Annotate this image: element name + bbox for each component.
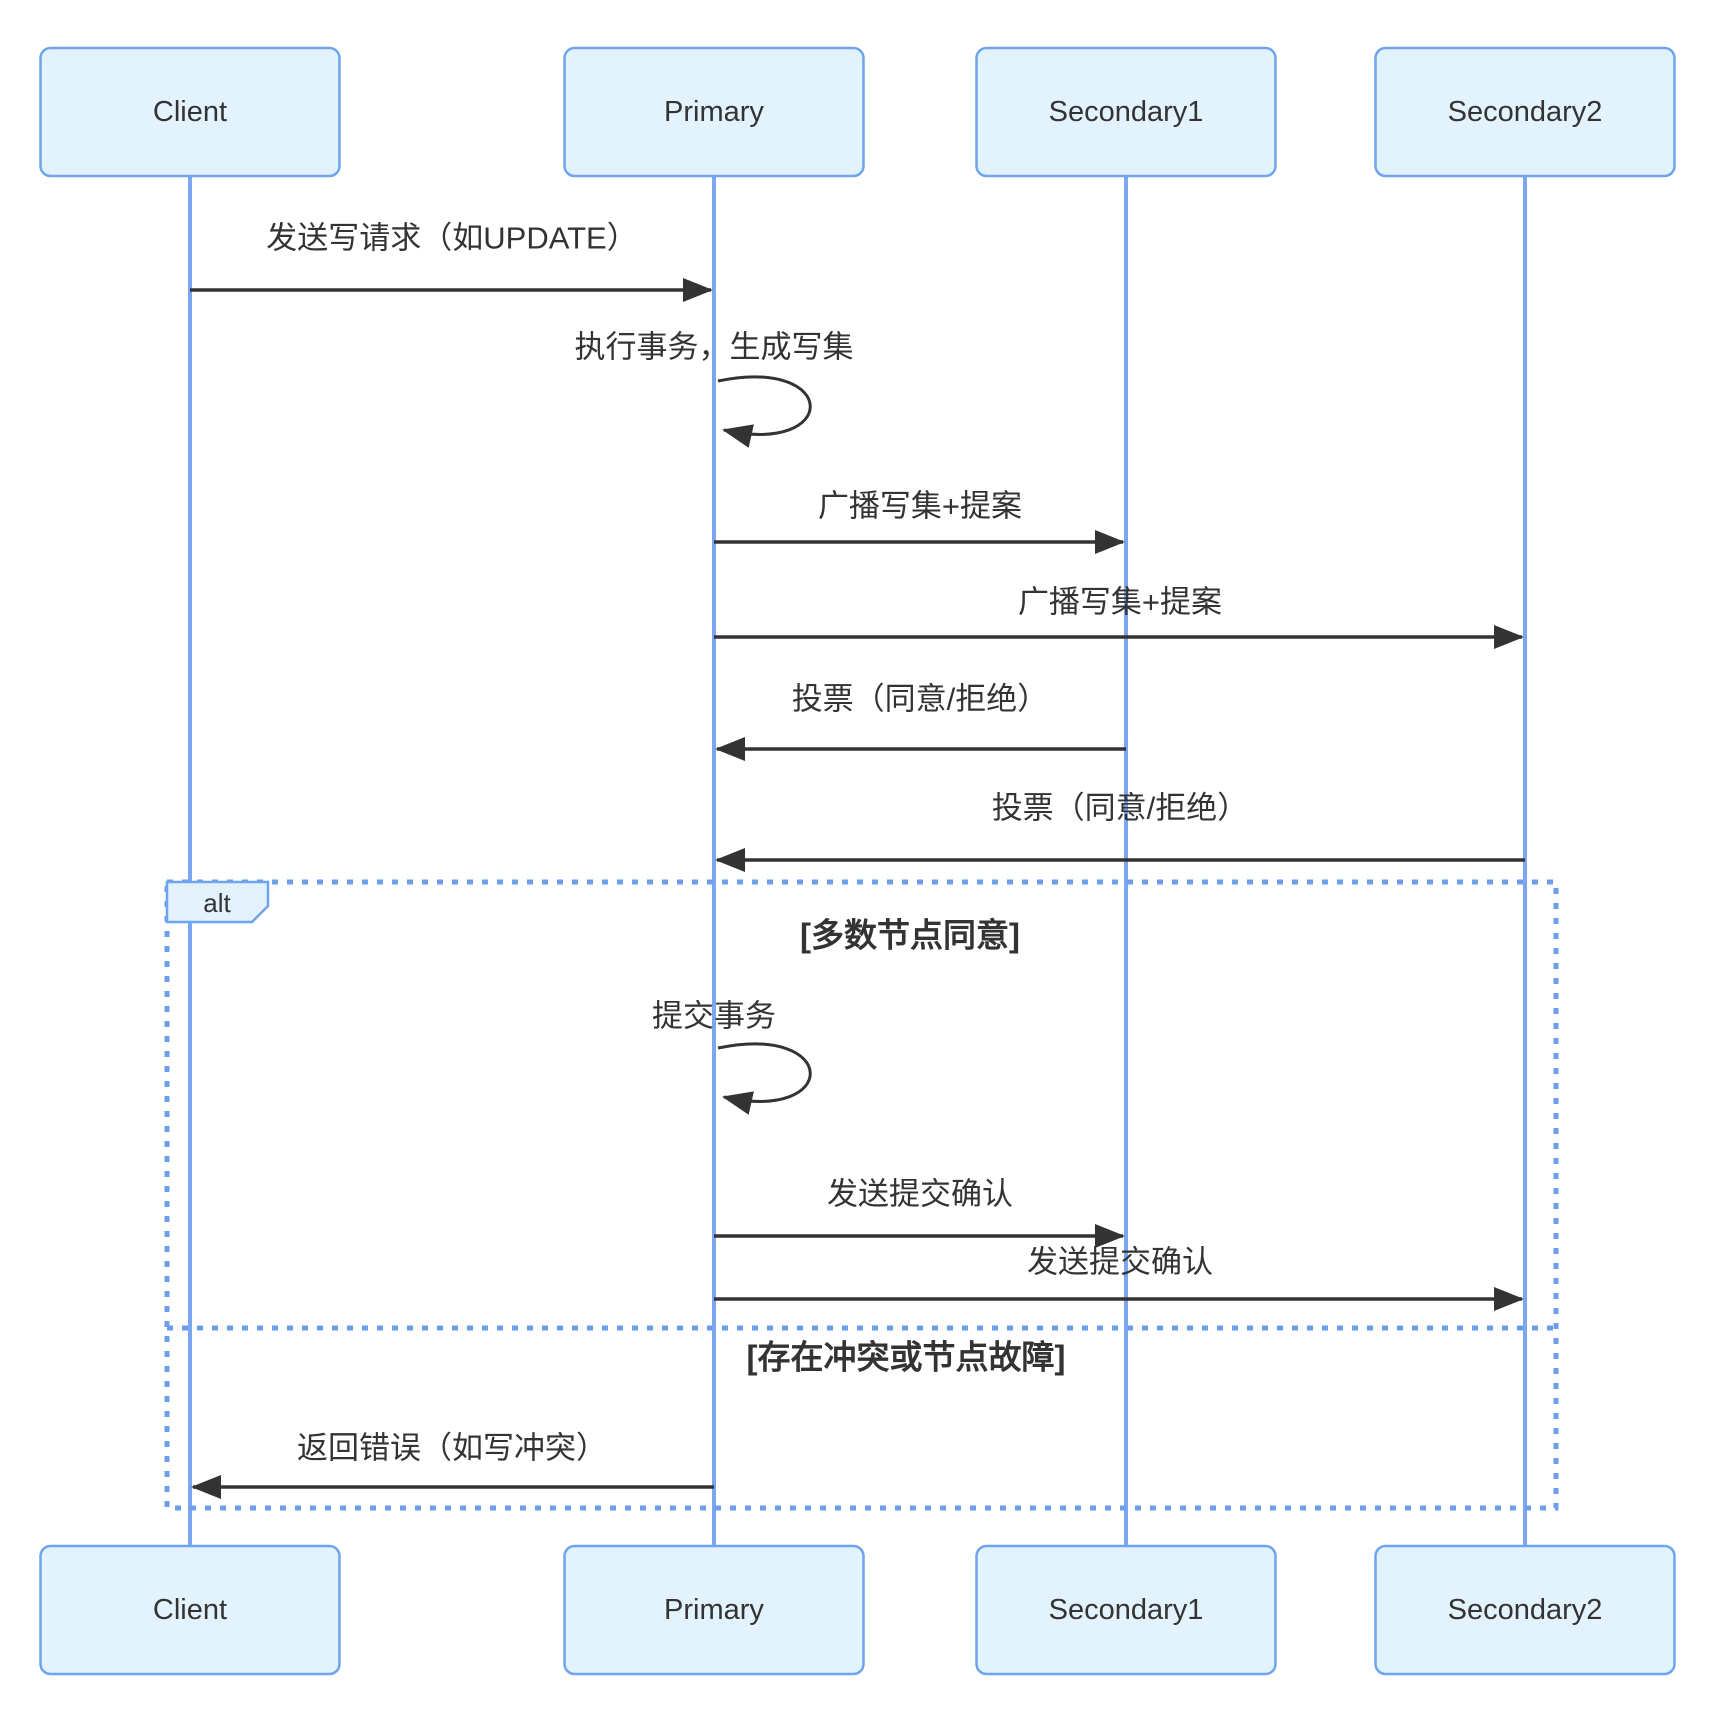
participant-box: [1374, 1544, 1676, 1676]
participant-label: Secondary2: [1448, 96, 1603, 128]
message-send-write-request: 发送写请求（如UPDATE）: [190, 221, 713, 302]
participant-box: [975, 1544, 1277, 1676]
participant-client-bottom: Client: [39, 1544, 341, 1676]
participant-label: Client: [153, 96, 227, 128]
message-label: 发送提交确认: [827, 1177, 1013, 1212]
participant-box: [39, 1544, 341, 1676]
message-vote-2: 投票（同意/拒绝）: [715, 791, 1525, 872]
participant-label: Primary: [664, 96, 764, 128]
message-broadcast-writeset-1: 广播写集+提案: [714, 489, 1125, 554]
participant-box: [1374, 46, 1676, 178]
message-send-commit-confirm-2: 发送提交确认: [714, 1245, 1524, 1311]
self-loop-arrow: [717, 375, 812, 448]
message-vote-1: 投票（同意/拒绝）: [715, 682, 1126, 761]
participant-label: Secondary1: [1049, 96, 1204, 128]
message-return-error: 返回错误（如写冲突）: [191, 1431, 714, 1499]
message-label: 发送提交确认: [1027, 1245, 1213, 1280]
alt-condition-1: [多数节点同意]: [800, 917, 1020, 954]
alt-fragment: alt [多数节点同意] [存在冲突或节点故障]: [164, 879, 1559, 1511]
message-label: 投票（同意/拒绝）: [992, 791, 1249, 826]
message-commit-transaction-self-loop: 提交事务: [652, 999, 812, 1115]
participant-secondary2-bottom: Secondary2: [1374, 1544, 1676, 1676]
participant-primary-top: Primary: [563, 46, 865, 178]
participant-secondary1-top: Secondary1: [975, 46, 1277, 178]
message-label: 投票（同意/拒绝）: [792, 682, 1049, 717]
message-broadcast-writeset-2: 广播写集+提案: [714, 585, 1524, 649]
participant-secondary2-top: Secondary2: [1374, 46, 1676, 178]
participant-box: [563, 46, 865, 178]
participant-label: Secondary2: [1448, 1594, 1603, 1626]
participant-box: [563, 1544, 865, 1676]
message-send-commit-confirm-1: 发送提交确认: [714, 1177, 1125, 1248]
alt-frame-border: [164, 879, 1559, 1511]
message-label: 广播写集+提案: [818, 489, 1022, 524]
participant-box: [39, 46, 341, 178]
message-label: 发送写请求（如UPDATE）: [266, 221, 637, 256]
alt-label-box: [165, 880, 270, 924]
message-execute-transaction-self-loop: 执行事务，生成写集: [575, 330, 854, 448]
participant-primary-bottom: Primary: [563, 1544, 865, 1676]
participant-box: [975, 46, 1277, 178]
message-label: 广播写集+提案: [1018, 585, 1222, 620]
participant-secondary1-bottom: Secondary1: [975, 1544, 1277, 1676]
message-label: 执行事务，生成写集: [575, 330, 854, 365]
participant-client-top: Client: [39, 46, 341, 178]
participant-label: Client: [153, 1594, 227, 1626]
alt-condition-2: [存在冲突或节点故障]: [747, 1339, 1066, 1376]
message-label: 返回错误（如写冲突）: [297, 1431, 607, 1466]
participant-label: Primary: [664, 1594, 764, 1626]
self-loop-arrow: [717, 1042, 812, 1115]
participant-label: Secondary1: [1049, 1594, 1204, 1626]
alt-label: alt: [203, 888, 231, 918]
message-label: 提交事务: [652, 999, 776, 1034]
